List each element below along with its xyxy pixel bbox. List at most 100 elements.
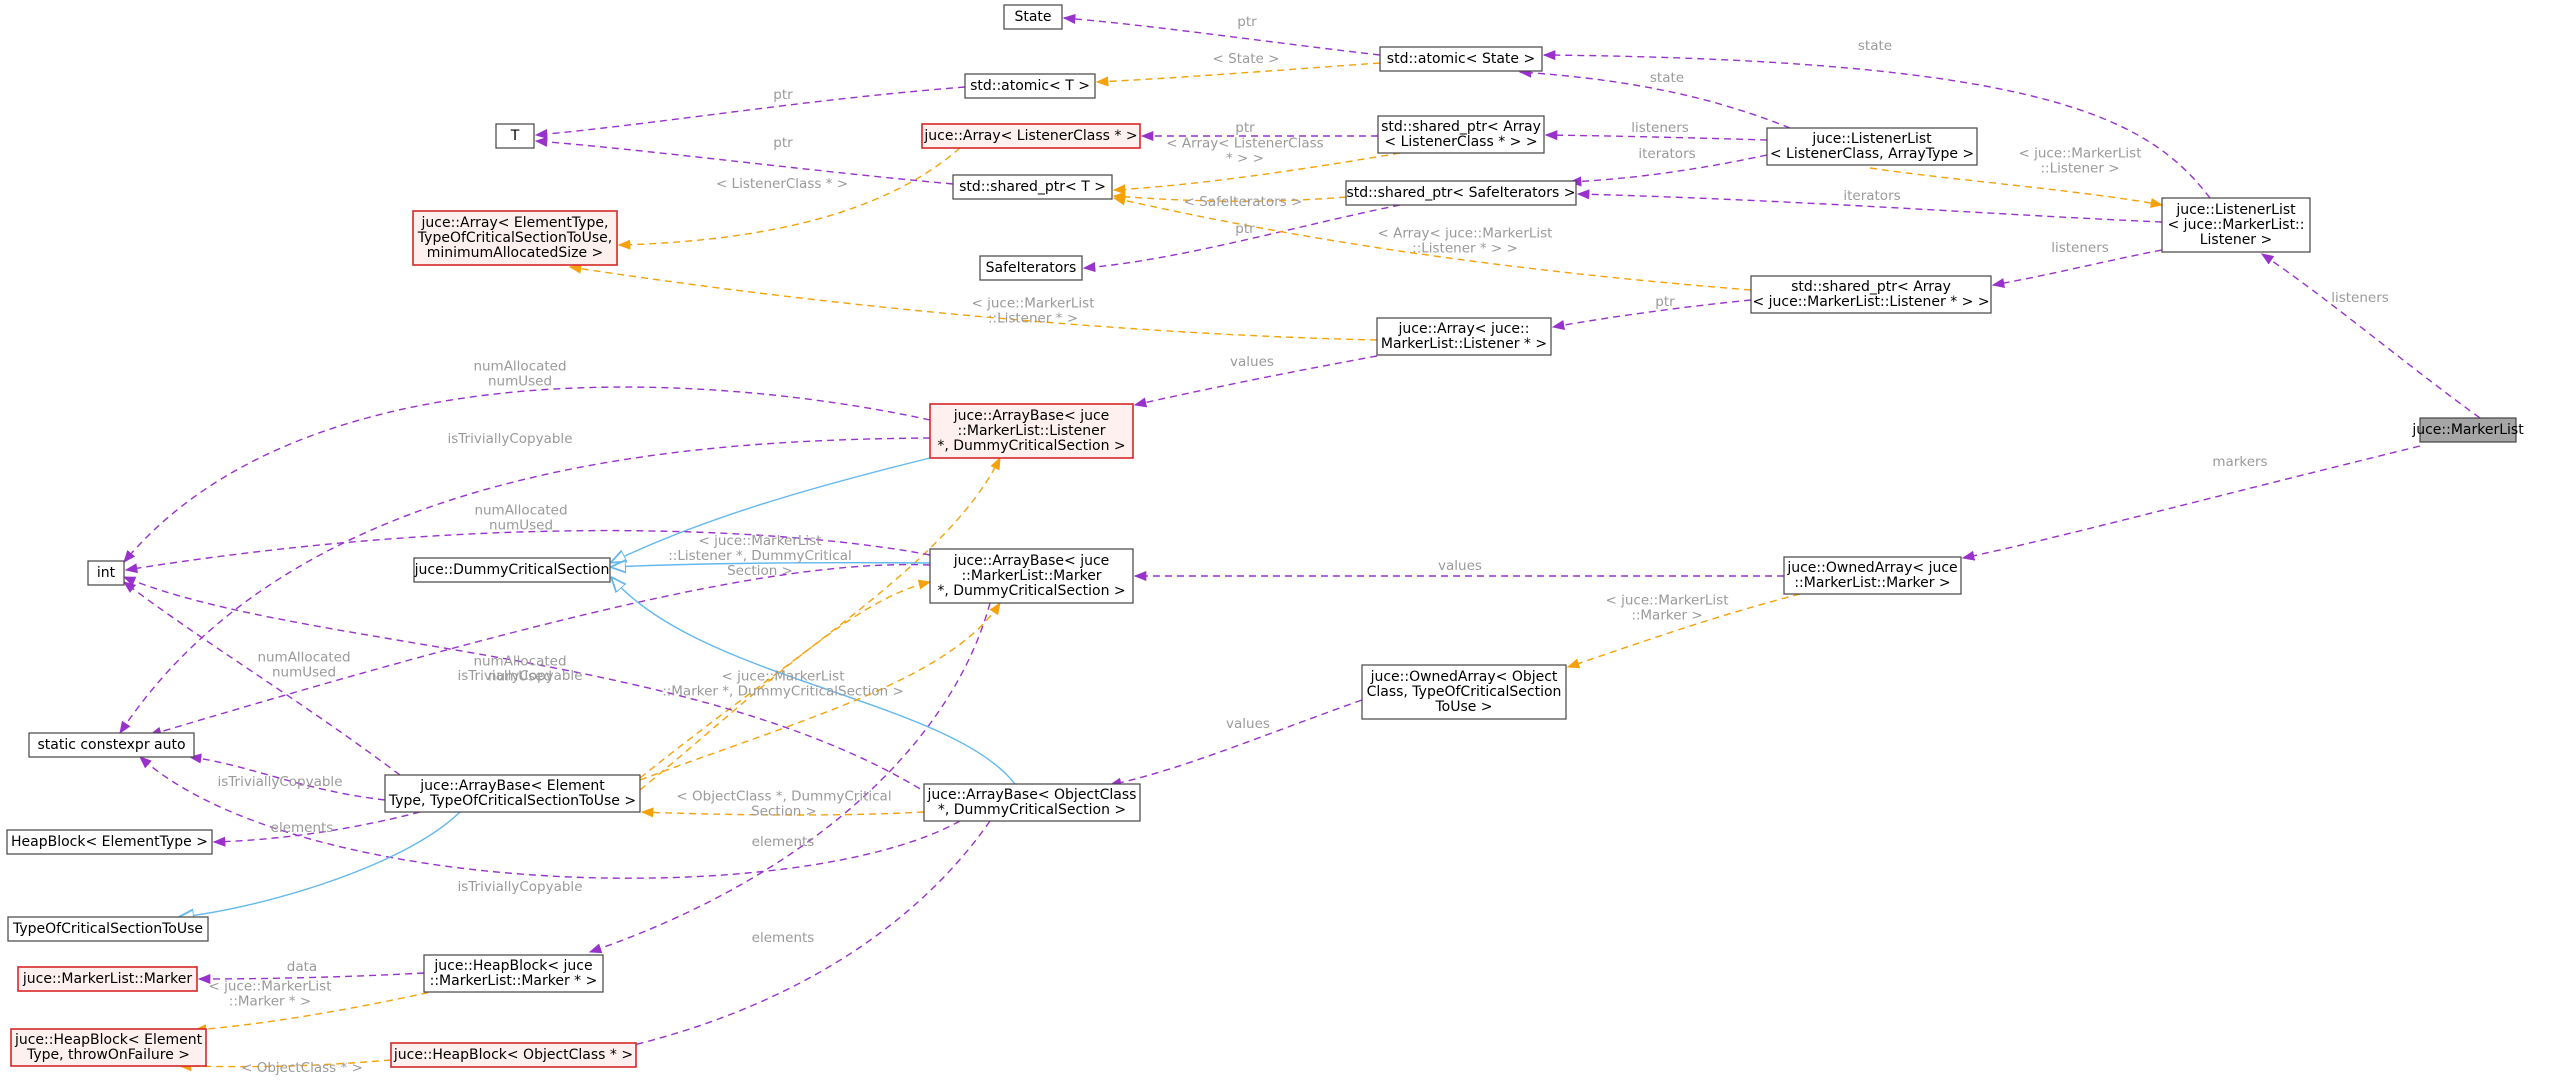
- class-node-label-line: Class, TypeOfCriticalSection: [1367, 684, 1562, 700]
- class-node-label: juce::ArrayBase< ObjectClass*, DummyCrit…: [927, 787, 1137, 818]
- edge-label: ptr: [1655, 294, 1675, 310]
- edge-label-line: < juce::MarkerList: [699, 533, 822, 549]
- class-node-safeiterators[interactable]: SafeIterators: [979, 255, 1083, 281]
- class-node-state[interactable]: State: [1003, 4, 1063, 30]
- edge-label-line: < juce::MarkerList: [972, 296, 1095, 312]
- class-node-t[interactable]: T: [495, 123, 535, 149]
- class-node-box: [384, 774, 641, 813]
- class-node-ownedarray-marker[interactable]: juce::OwnedArray< juce::MarkerList::Mark…: [1783, 556, 1962, 595]
- edge-label-line: elements: [271, 820, 334, 836]
- edge-usage: [1551, 299, 1752, 330]
- class-node-array-generic[interactable]: juce::Array< ElementType,TypeOfCriticalS…: [412, 210, 618, 266]
- class-node-shared-ptr-array-markerlistener[interactable]: std::shared_ptr< Array< juce::MarkerList…: [1750, 275, 1992, 314]
- class-node-label-line: TypeOfCriticalSectionToUse: [12, 921, 203, 937]
- edge-label-line: < Array< ListenerClass: [1166, 136, 1323, 152]
- class-node-typeofcs[interactable]: TypeOfCriticalSectionToUse: [7, 916, 209, 942]
- class-node-label: juce::MarkerList: [2411, 422, 2524, 438]
- class-node-box: [1003, 4, 1063, 30]
- class-node-label-line: *, DummyCriticalSection >: [938, 802, 1126, 818]
- class-node-atomic-t[interactable]: std::atomic< T >: [964, 73, 1096, 99]
- edge-usage: [1542, 50, 2211, 199]
- edge-label-line: numAllocated: [257, 650, 350, 666]
- edge-label: < juce::MarkerList::Marker >: [1606, 593, 1729, 624]
- class-node-label-line: HeapBlock< ElementType >: [11, 834, 208, 850]
- edge-label-line: numAllocated: [473, 654, 566, 670]
- class-node-shared-ptr-safeiterators[interactable]: std::shared_ptr< SafeIterators >: [1345, 180, 1577, 206]
- edge-usage: [148, 563, 931, 737]
- edge-usage: [1576, 189, 2163, 223]
- class-node-arraybase-listener[interactable]: juce::ArrayBase< juce::MarkerList::Liste…: [929, 403, 1134, 459]
- edge-label: listeners: [2051, 240, 2109, 256]
- edge-label-line: ::Marker * >: [229, 994, 311, 1010]
- class-node-label-line: ::MarkerList::Marker: [961, 568, 1101, 584]
- edge-usage: [588, 602, 991, 954]
- edge-template: [1112, 152, 1401, 195]
- edge-label-line: numAllocated: [474, 503, 567, 519]
- edge-label: ptr: [773, 87, 793, 103]
- class-node-marker[interactable]: juce::MarkerList::Marker: [17, 966, 198, 992]
- class-node-label-line: < juce::MarkerList::: [2168, 217, 2305, 233]
- edge-label: elements: [271, 820, 334, 836]
- edge-label: isTriviallyCopyable: [458, 668, 583, 684]
- class-node-arraybase-objectclass[interactable]: juce::ArrayBase< ObjectClass*, DummyCrit…: [923, 783, 1141, 822]
- edge-label-line: Section >: [751, 804, 817, 820]
- edge-label: < juce::MarkerList::Listener *, DummyCri…: [668, 533, 852, 579]
- class-node-marker-list[interactable]: juce::MarkerList: [2411, 417, 2524, 443]
- edge-label-line: < ListenerClass * >: [716, 176, 848, 192]
- class-node-label-line: juce::Array< ListenerClass * >: [923, 128, 1137, 144]
- edge-template: [1869, 167, 2164, 208]
- edge-label-line: state: [1858, 38, 1892, 54]
- edge-usage: [139, 756, 961, 879]
- class-node-label-line: < ListenerClass, ArrayType >: [1770, 146, 1974, 162]
- class-node-shared-ptr-t[interactable]: std::shared_ptr< T >: [952, 174, 1113, 200]
- class-node-atomic-state[interactable]: std::atomic< State >: [1379, 46, 1543, 72]
- class-node-label-line: std::shared_ptr< T >: [959, 179, 1106, 195]
- class-node-heapblock-elementtype[interactable]: HeapBlock< ElementType >: [6, 829, 213, 855]
- class-node-label-line: < juce::MarkerList::Listener * > >: [1752, 294, 1989, 310]
- class-node-listener-list-marker[interactable]: juce::ListenerList< juce::MarkerList::Li…: [2161, 197, 2311, 253]
- edge-usage: [188, 753, 386, 801]
- class-node-heapblock-marker[interactable]: juce::HeapBlock< juce::MarkerList::Marke…: [423, 954, 604, 993]
- class-node-array-markerlistener[interactable]: juce::Array< juce::MarkerList::Listener …: [1376, 317, 1552, 356]
- class-node-label: int: [97, 565, 116, 581]
- class-node-arraybase-marker[interactable]: juce::ArrayBase< juce::MarkerList::Marke…: [929, 548, 1134, 604]
- edge-label-line: * > >: [1226, 151, 1264, 167]
- edge-label: listeners: [2331, 290, 2389, 306]
- edge-label-line: < ObjectClass *, DummyCritical: [676, 789, 891, 805]
- class-node-label-line: ::MarkerList::Marker >: [1794, 575, 1950, 591]
- edge-label-line: elements: [752, 930, 815, 946]
- class-node-listener-list-generic[interactable]: juce::ListenerList< ListenerClass, Array…: [1766, 127, 1978, 166]
- class-node-label-line: Type, TypeOfCriticalSectionToUse >: [388, 793, 636, 809]
- class-node-label: juce::HeapBlock< ObjectClass * >: [393, 1047, 633, 1063]
- edge-template: [1095, 62, 1381, 87]
- class-node-array-listenerclass[interactable]: juce::Array< ListenerClass * >: [921, 123, 1141, 149]
- edge-label-line: < juce::MarkerList: [722, 669, 845, 685]
- edge-label-line: Section >: [727, 563, 793, 579]
- edge-label-line: numUsed: [272, 665, 336, 681]
- class-node-label: juce::OwnedArray< juce::MarkerList::Mark…: [1786, 560, 1957, 591]
- class-node-int[interactable]: int: [87, 560, 125, 586]
- edge-template: [617, 147, 961, 250]
- class-node-label-line: int: [97, 565, 116, 581]
- class-node-label-line: std::atomic< T >: [970, 78, 1090, 94]
- class-node-label: SafeIterators: [986, 260, 1077, 276]
- class-node-heapblock-objectclass[interactable]: juce::HeapBlock< ObjectClass * >: [390, 1042, 637, 1068]
- class-node-label-line: *, DummyCriticalSection >: [937, 583, 1125, 599]
- edge-label: iterators: [1843, 188, 1900, 204]
- class-node-dummy-cs[interactable]: juce::DummyCriticalSection: [413, 557, 611, 583]
- class-node-box: [1345, 180, 1577, 206]
- class-node-label: juce::Array< ElementType,TypeOfCriticalS…: [417, 215, 612, 261]
- class-node-static-constexpr[interactable]: static constexpr auto: [28, 732, 195, 758]
- class-node-shared-ptr-array-listenerclass[interactable]: std::shared_ptr< Array< ListenerClass * …: [1377, 115, 1545, 154]
- edge-usage: [124, 529, 931, 574]
- class-node-label: T: [510, 128, 520, 144]
- class-node-label-line: std::shared_ptr< Array: [1791, 279, 1951, 295]
- class-node-label: static constexpr auto: [37, 737, 185, 753]
- class-node-box: [7, 916, 209, 942]
